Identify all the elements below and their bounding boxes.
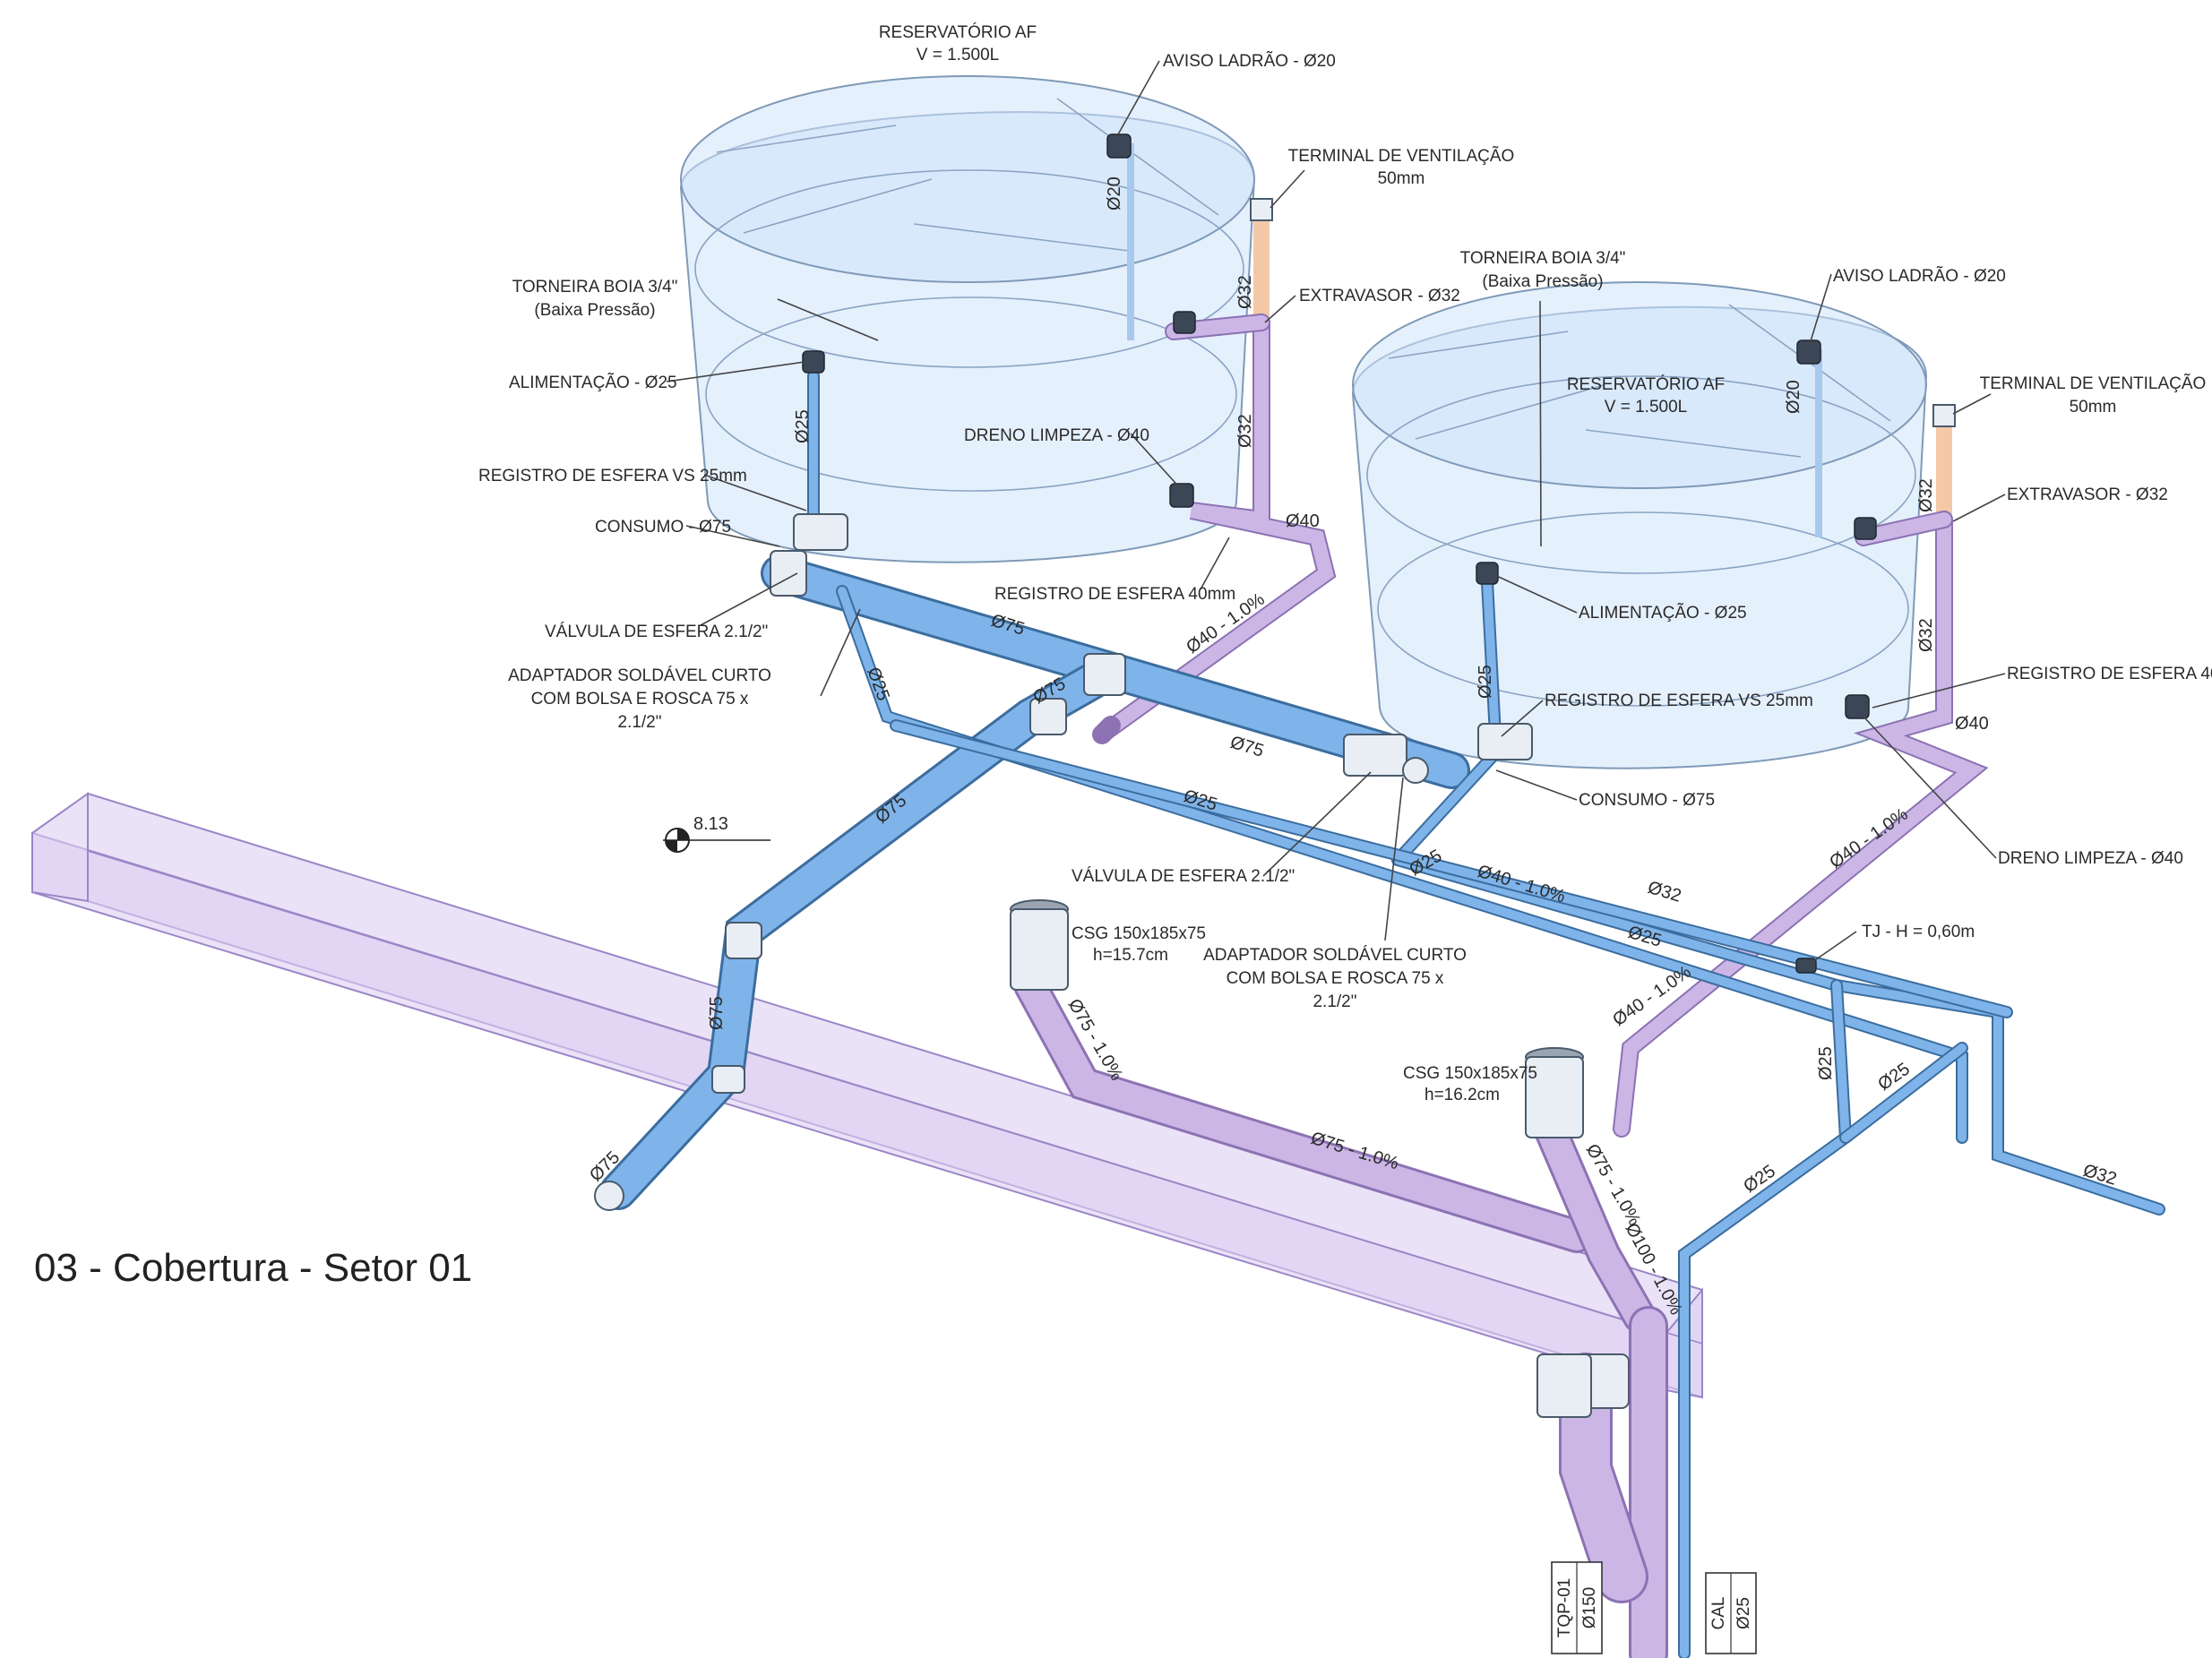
- tank-right-ventilacao-2: 50mm: [2070, 398, 2117, 417]
- level-marker-value: 8.13: [693, 814, 728, 834]
- dim-label: Ø25: [863, 665, 893, 703]
- dim-label: Ø40: [1955, 714, 1989, 734]
- dim-label: Ø32: [1235, 275, 1255, 309]
- tqp-label-1: TQP-01: [1555, 1578, 1574, 1638]
- tj-label: TJ - H = 0,60m: [1862, 923, 1975, 941]
- tank-right-registro-vs: REGISTRO DE ESFERA VS 25mm: [1545, 692, 1813, 710]
- sheet-title: 03 - Cobertura - Setor 01: [34, 1246, 472, 1290]
- tank-left-adaptador-1: ADAPTADOR SOLDÁVEL CURTO: [508, 666, 771, 685]
- tank-left-title-2: V = 1.500L: [917, 46, 999, 64]
- tank-left-ventilacao-2: 50mm: [1378, 169, 1425, 188]
- tank-left-torneira-1: TORNEIRA BOIA 3/4": [512, 278, 678, 296]
- dim-label: Ø25: [793, 409, 813, 443]
- tank-right-valvula: VÁLVULA DE ESFERA 2.1/2": [1072, 867, 1295, 886]
- tank-right-labels: TORNEIRA BOIA 3/4" (Baixa Pressão) AVISO…: [1072, 249, 2212, 1011]
- tank-left-registro-vs: REGISTRO DE ESFERA VS 25mm: [478, 467, 747, 485]
- tank-right-registro-40: REGISTRO DE ESFERA 40mm: [2007, 665, 2212, 683]
- tank-right-title-2: V = 1.500L: [1605, 398, 1687, 417]
- dim-label: Ø75: [1228, 733, 1267, 761]
- tank-left-adaptador-3: 2.1/2": [617, 713, 661, 732]
- dim-label: Ø25: [1816, 1046, 1836, 1080]
- equipment-labels: 8.13 CSG 150x185x75 h=15.7cm CSG 150x185…: [693, 814, 1975, 1654]
- tank-right-extravasor: EXTRAVASOR - Ø32: [2007, 485, 2168, 504]
- tank-left-alimentacao: ALIMENTAÇÃO - Ø25: [509, 373, 677, 392]
- tank-left-extravasor: EXTRAVASOR - Ø32: [1299, 287, 1460, 305]
- tank-right-torneira-2: (Baixa Pressão): [1482, 272, 1603, 291]
- tank-left-title-1: RESERVATÓRIO AF: [879, 22, 1037, 42]
- dim-label: Ø40: [1286, 511, 1320, 531]
- tank-left-adaptador-2: COM BOLSA E ROSCA 75 x: [531, 690, 749, 709]
- leader-lines: [666, 60, 2006, 965]
- dim-label: Ø75: [707, 996, 727, 1030]
- csg-right-label-2: h=16.2cm: [1424, 1086, 1500, 1104]
- tank-left-aviso: AVISO LADRÃO - Ø20: [1163, 51, 1336, 71]
- tank-left: [679, 75, 1256, 563]
- tank-right-dreno: DRENO LIMPEZA - Ø40: [1998, 849, 2183, 868]
- tank-left-labels: RESERVATÓRIO AF V = 1.500L AVISO LADRÃO …: [478, 22, 1514, 732]
- fittings: [594, 133, 1877, 1418]
- tank-left-registro-40: REGISTRO DE ESFERA 40mm: [994, 585, 1235, 604]
- tank-right-consumo: CONSUMO - Ø75: [1579, 791, 1715, 810]
- tank-left-ventilacao-1: TERMINAL DE VENTILAÇÃO: [1288, 146, 1515, 166]
- tank-right-adaptador-3: 2.1/2": [1313, 992, 1356, 1011]
- vent-pipes: [1250, 198, 1956, 528]
- tank-left-torneira-2: (Baixa Pressão): [534, 301, 655, 320]
- dim-label: Ø25: [1476, 665, 1495, 699]
- dim-label: Ø20: [1105, 176, 1124, 210]
- dim-label: Ø32: [1235, 414, 1255, 448]
- dim-label: Ø32: [1646, 878, 1684, 906]
- dim-label: Ø32: [1916, 618, 1936, 652]
- tank-right-adaptador-2: COM BOLSA E ROSCA 75 x: [1226, 969, 1444, 988]
- tqp-label-2: Ø150: [1580, 1587, 1599, 1628]
- tank-right-alimentacao: ALIMENTAÇÃO - Ø25: [1579, 603, 1747, 623]
- tank-right-title-1: RESERVATÓRIO AF: [1567, 374, 1725, 394]
- tank-left-dreno: DRENO LIMPEZA - Ø40: [964, 426, 1149, 445]
- tank-right-torneira-1: TORNEIRA BOIA 3/4": [1460, 249, 1626, 268]
- tank-right-adaptador-1: ADAPTADOR SOLDÁVEL CURTO: [1203, 946, 1467, 965]
- tank-right-aviso: AVISO LADRÃO - Ø20: [1833, 266, 2006, 286]
- tank-left-valvula: VÁLVULA DE ESFERA 2.1/2": [545, 623, 768, 641]
- csg-left-label-1: CSG 150x185x75: [1072, 924, 1206, 943]
- dim-label: Ø32: [1916, 478, 1936, 512]
- csg-right-label-1: CSG 150x185x75: [1403, 1064, 1537, 1083]
- csg-left-label-2: h=15.7cm: [1093, 946, 1168, 965]
- dim-label: Ø20: [1784, 380, 1803, 414]
- cal-label-2: Ø25: [1734, 1597, 1753, 1629]
- tank-left-consumo: CONSUMO - Ø75: [595, 518, 731, 537]
- tank-right-ventilacao-1: TERMINAL DE VENTILAÇÃO: [1980, 374, 2207, 393]
- cal-label-1: CAL: [1709, 1597, 1728, 1630]
